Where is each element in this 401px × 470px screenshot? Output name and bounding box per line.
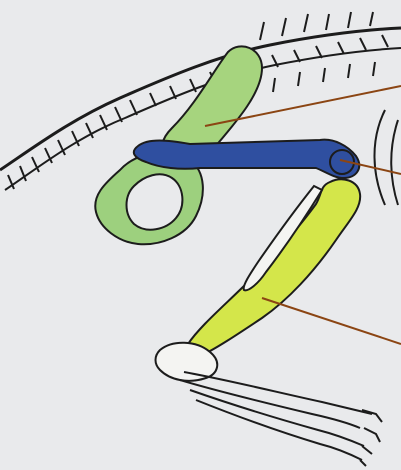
diagram-background — [0, 0, 401, 470]
diagram-canvas — [0, 0, 401, 470]
skeleton-diagram — [0, 0, 401, 470]
